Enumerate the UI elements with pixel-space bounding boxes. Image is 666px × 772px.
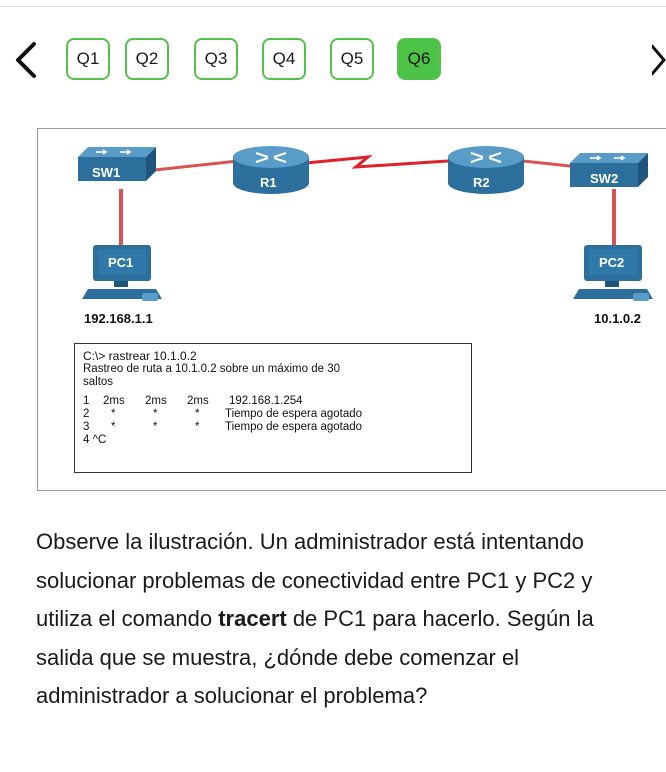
trace-header-line2: saltos xyxy=(83,376,114,388)
tab-q2[interactable]: Q2 xyxy=(125,38,169,80)
terminal-prompt: C:\> rastrear 10.1.0.2 xyxy=(83,349,197,363)
tab-label: Q5 xyxy=(340,49,364,68)
trace-header-line1: Rastreo de ruta a 10.1.0.2 sobre un máxi… xyxy=(83,363,340,375)
pc1-label: PC1 xyxy=(108,255,134,270)
switch-sw1-icon xyxy=(78,147,156,181)
r1-label: R1 xyxy=(260,175,277,190)
hop-number: 2 xyxy=(83,408,90,420)
tab-q5[interactable]: Q5 xyxy=(330,38,374,80)
tab-label: Q2 xyxy=(135,49,159,68)
top-divider xyxy=(0,6,666,7)
hop-time: * xyxy=(195,421,200,433)
link-r1-r2-serial xyxy=(305,155,449,169)
hop-result: Tiempo de espera agotado xyxy=(225,421,363,433)
switch-sw2-icon xyxy=(570,153,648,187)
router-r1-icon xyxy=(233,146,309,194)
tab-label: Q6 xyxy=(407,49,431,68)
tab-label: Q3 xyxy=(204,49,228,68)
pc2-icon xyxy=(573,245,653,301)
back-arrow-icon[interactable] xyxy=(8,40,44,80)
hop-result: 192.168.1.254 xyxy=(229,395,303,407)
hop-time: 2ms xyxy=(187,395,209,407)
hop-time: 2ms xyxy=(103,395,125,407)
hop-time: * xyxy=(195,408,200,420)
r2-label: R2 xyxy=(473,175,490,190)
tab-label: Q4 xyxy=(272,49,296,68)
hop-row: 2 * * * Tiempo de espera agotado xyxy=(83,408,463,421)
question-text-part1: Observe la ilustración. Un administrador… xyxy=(36,529,593,631)
hop-number: 1 xyxy=(83,395,90,407)
hop-time: * xyxy=(153,408,158,420)
pc2-ip-address: 10.1.0.2 xyxy=(594,311,641,326)
tracert-output-panel: C:\> rastrear 10.1.0.2 Rastreo de ruta a… xyxy=(74,343,472,473)
hop-row: 1 2ms 2ms 2ms 192.168.1.254 xyxy=(83,395,463,408)
hop-number: 3 xyxy=(83,421,90,433)
question-command-name: tracert xyxy=(218,606,287,631)
sw1-label: SW1 xyxy=(92,165,121,180)
tab-q6[interactable]: Q6 xyxy=(397,38,441,80)
hop-time: * xyxy=(111,421,116,433)
pc2-label: PC2 xyxy=(599,255,625,270)
tab-q4[interactable]: Q4 xyxy=(262,38,306,80)
network-topology-figure: SW1 R1 R2 SW2 PC1 PC2 192.168.1.1 10.1.0… xyxy=(37,128,666,491)
topology-diagram xyxy=(78,146,653,301)
hop-row: 3 * * * Tiempo de espera agotado xyxy=(83,421,463,434)
question-text-part2: de PC1 para hacerlo. Según la salida que… xyxy=(36,606,594,708)
question-text: Observe la ilustración. Un administrador… xyxy=(36,523,636,716)
pc1-ip-address: 192.168.1.1 xyxy=(84,311,153,326)
hop-time: 2ms xyxy=(145,395,167,407)
tab-label: Q1 xyxy=(76,49,100,68)
question-nav: Q1 Q2 Q3 Q4 Q5 Q6 xyxy=(0,30,666,90)
hop-result: Tiempo de espera agotado xyxy=(225,408,363,420)
sw2-label: SW2 xyxy=(590,171,619,186)
tab-q1[interactable]: Q1 xyxy=(66,38,110,80)
pc1-icon xyxy=(82,245,162,301)
router-r2-icon xyxy=(448,146,524,194)
tab-q3[interactable]: Q3 xyxy=(194,38,238,80)
forward-arrow-icon[interactable] xyxy=(650,42,666,78)
hop-time: * xyxy=(153,421,158,433)
terminal-last-line: 4 ^C xyxy=(83,434,107,446)
hop-time: * xyxy=(111,408,116,420)
